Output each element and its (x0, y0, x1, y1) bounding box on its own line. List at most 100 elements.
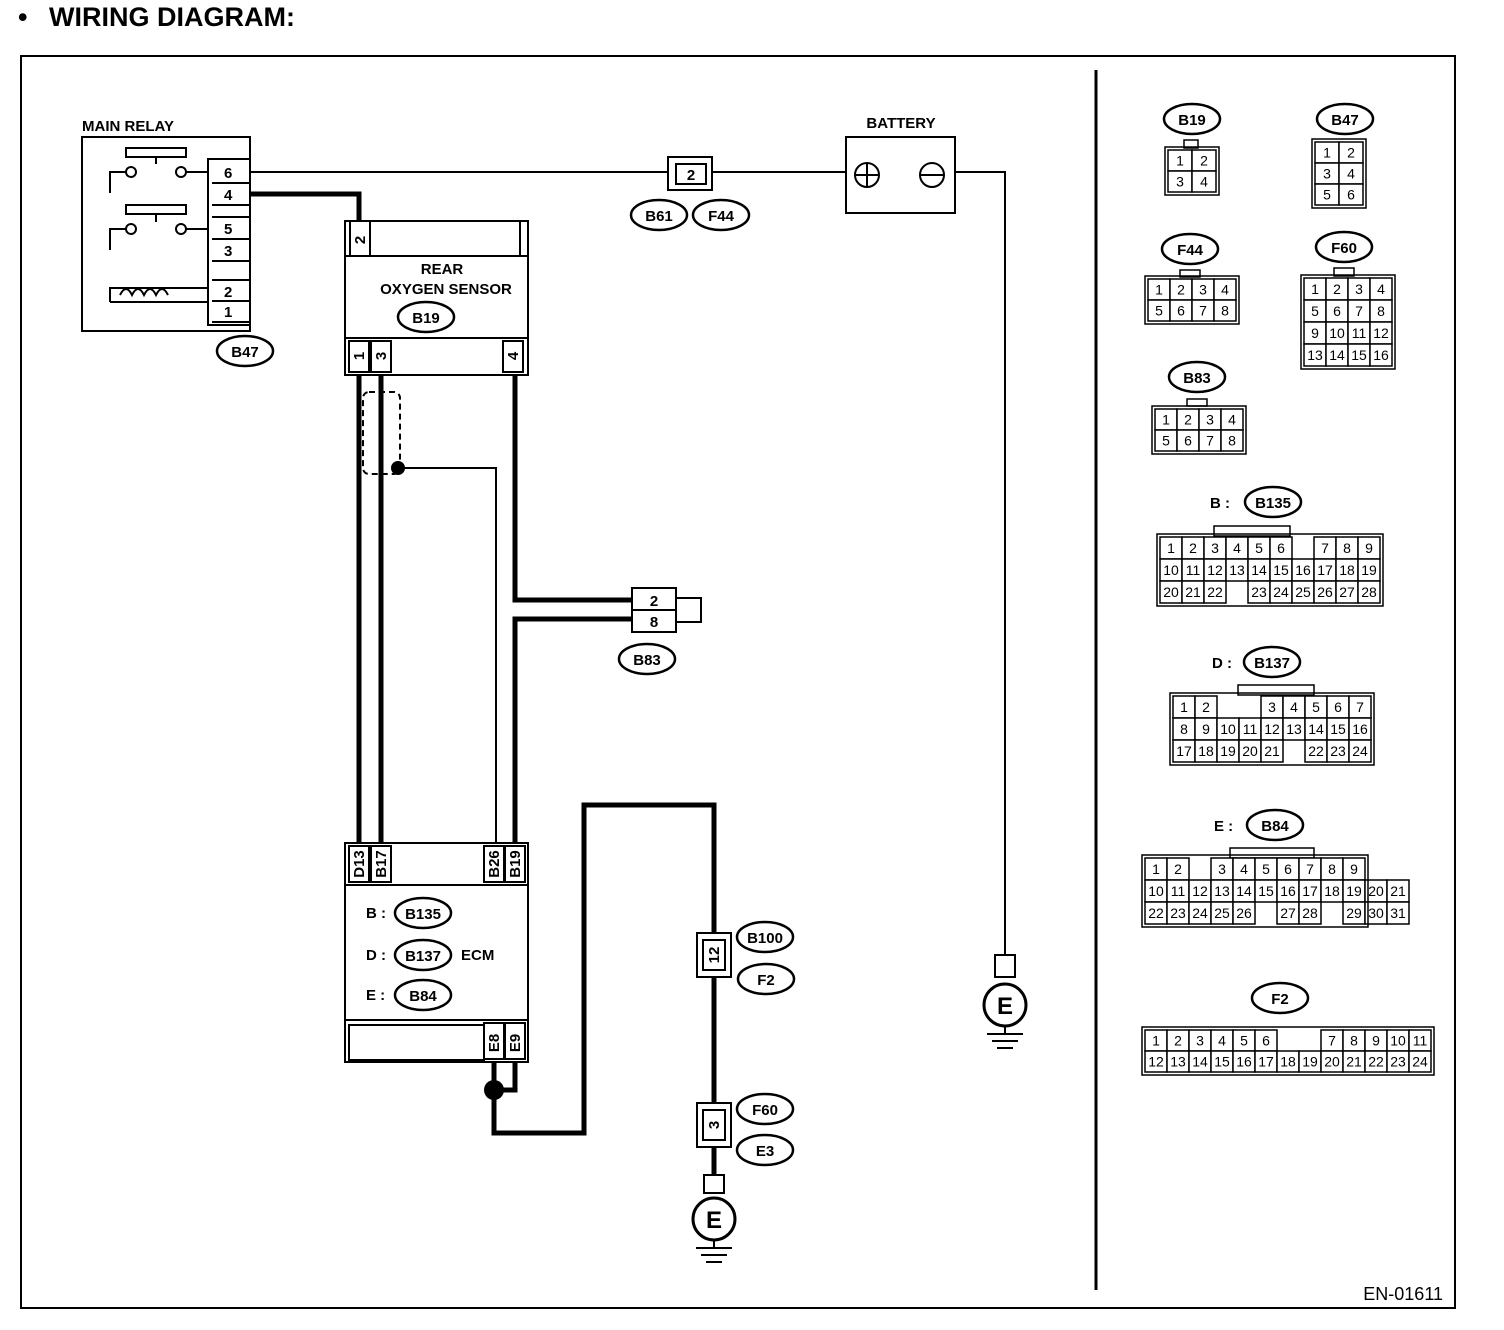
connector-pin-number: 6 (1347, 187, 1355, 203)
connector-pin-number: 1 (1167, 540, 1175, 556)
connector-pin-number: 2 (1177, 282, 1185, 298)
connector-pin-number: 5 (1312, 699, 1320, 715)
wire-b83-b19 (512, 616, 632, 843)
connector-cell (1386, 901, 1410, 925)
connector-pin-number: 4 (1377, 281, 1385, 297)
ground-junction-dot (484, 1080, 504, 1100)
connector-cell (1220, 429, 1244, 452)
ground-connector-pin: 12 (706, 947, 723, 964)
connector-pin-number: 8 (1343, 540, 1351, 556)
battery-label: BATTERY (866, 115, 935, 132)
connector-pin-number: 13 (1307, 347, 1323, 363)
connector-pin-number: 4 (1200, 174, 1208, 190)
connector-pin-number: 5 (1240, 1033, 1248, 1049)
connector-cell (1369, 343, 1393, 367)
connector-cell (1213, 299, 1237, 322)
connector-pin-number: 26 (1236, 905, 1252, 921)
connector-pin-number: 6 (1334, 699, 1342, 715)
connector-view-tag: B47 (1331, 112, 1359, 129)
connector-pin-number: 1 (1152, 861, 1160, 877)
connector-view-tag: B84 (1261, 818, 1289, 835)
ground-label: E (706, 1207, 722, 1234)
connector-pin-number: 5 (1155, 303, 1163, 319)
connector-tag: F2 (757, 972, 775, 989)
ecm-connector-name: B84 (409, 988, 437, 1005)
ecm-connector-prefix: E : (366, 987, 385, 1004)
ground-connector-f60: 3 F60 E3 (696, 1092, 795, 1167)
ecm-label: ECM (461, 947, 494, 964)
ecm: D13 B17 B26 B19 B : B135 D : B137 ECM E … (344, 842, 529, 1063)
rear-oxygen-sensor: 2 REAR OXYGEN SENSOR B19 1 3 4 (344, 220, 529, 376)
connector-pin-number: 3 (1196, 1033, 1204, 1049)
connector-pin-number: 10 (1390, 1033, 1406, 1049)
main-relay: MAIN RELAY 6 4 5 3 2 1 B47 (81, 118, 275, 368)
connector-pin-number: 10 (1220, 721, 1236, 737)
connector-pin-number: 24 (1352, 743, 1368, 759)
connector-view-tag-ellipse (1314, 230, 1374, 264)
connector-pin-number: 7 (1306, 861, 1314, 877)
connector-view-tag-ellipse (1167, 360, 1227, 394)
connector-pin-number: 14 (1251, 562, 1267, 578)
relay-pin: 3 (224, 243, 232, 260)
connector-pin-number: 2 (1174, 1033, 1182, 1049)
main-relay-label: MAIN RELAY (82, 118, 174, 135)
connector-pin-number: 4 (1347, 166, 1355, 182)
connector-pin-number: 11 (1352, 325, 1367, 341)
connector-pin-number: 14 (1308, 721, 1324, 737)
connector-pin-number: 5 (1255, 540, 1263, 556)
connector-pin-number: 27 (1280, 905, 1296, 921)
connector-pin-number: 24 (1192, 905, 1208, 921)
connector-pin-number: 13 (1214, 883, 1230, 899)
connector-pin-number: 14 (1329, 347, 1345, 363)
ecm-top-pin: B19 (507, 850, 524, 878)
connector-cell (1191, 170, 1217, 193)
connector-pin-number: 27 (1339, 584, 1355, 600)
connector-pin-number: 5 (1162, 433, 1170, 449)
sensor-connector-tag: B19 (412, 310, 440, 327)
connector-pin-number: 17 (1258, 1054, 1274, 1070)
ground-connector-b100: 12 B100 F2 (696, 920, 796, 996)
connector-view-prefix: D : (1212, 655, 1232, 672)
ecm-connector-name: B137 (405, 948, 441, 965)
relay-pin: 5 (224, 221, 232, 238)
connector-view-tag: B135 (1255, 495, 1291, 512)
ground-label: E (997, 993, 1013, 1020)
connector-pin-number: 5 (1311, 303, 1319, 319)
connector-pin-number: 1 (1311, 281, 1319, 297)
connector-pin-number: 19 (1361, 562, 1377, 578)
connector-pin-number: 6 (1277, 540, 1285, 556)
ground-symbol-battery: E (982, 954, 1028, 1049)
connector-cell (1232, 901, 1256, 925)
sensor-label-1: REAR (421, 261, 464, 278)
connector-pin-number: 19 (1302, 1054, 1318, 1070)
connector-pin-number: 20 (1368, 883, 1384, 899)
connector-pin-number: 6 (1333, 303, 1341, 319)
connector-pin-number: 11 (1186, 562, 1201, 578)
connector-pin-number: 2 (1202, 699, 1210, 715)
connector-pin-number: 3 (1268, 699, 1276, 715)
connector-pin-number: 16 (1280, 883, 1296, 899)
connector-cell (1357, 580, 1381, 604)
relay-connector-tag: B47 (231, 344, 259, 361)
diagram-frame (20, 55, 1456, 1309)
connector-pin-number: 15 (1351, 347, 1367, 363)
connector-cell (1298, 901, 1322, 925)
connector-pin-number: 10 (1329, 325, 1345, 341)
ecm-connector-prefix: D : (366, 947, 386, 964)
wires (250, 171, 1006, 1175)
connector-cell (1338, 183, 1364, 206)
connector-housing (1151, 405, 1247, 455)
relay-pin: 1 (224, 304, 232, 321)
connector-housing (1300, 274, 1396, 370)
ground-connector-pin: 3 (706, 1121, 723, 1129)
connector-pin-number: 12 (1192, 883, 1208, 899)
connector-pin-number: 1 (1155, 282, 1163, 298)
b83-pin: 8 (650, 614, 658, 631)
b83-tag: B83 (633, 652, 661, 669)
connector-pin-number: 30 (1368, 905, 1384, 921)
ecm-bottom-pin: E8 (486, 1034, 503, 1052)
